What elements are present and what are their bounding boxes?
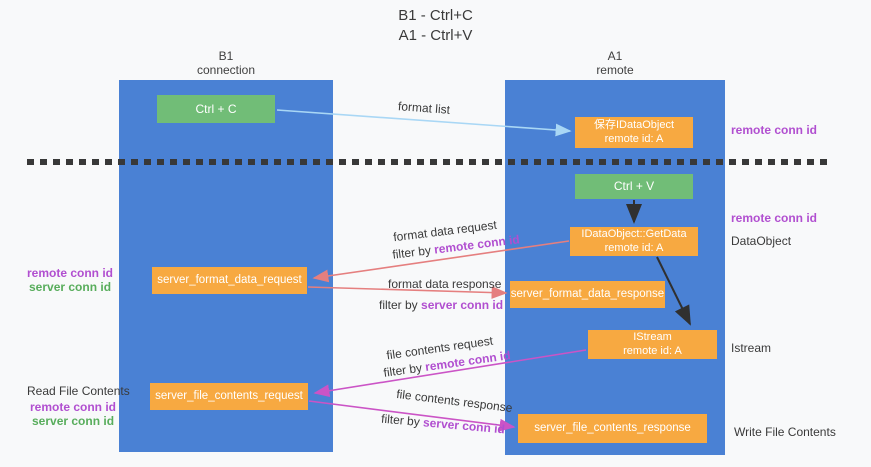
format-list-arrow xyxy=(276,109,572,137)
lane-header-b1: B1 connection xyxy=(119,49,333,78)
node-ctrl-v: Ctrl + V xyxy=(575,174,693,199)
node-server-format-data-response: server_format_data_response xyxy=(510,281,665,308)
node-server-file-contents-request: server_file_contents_request xyxy=(150,383,308,410)
format-data-request-arrow xyxy=(312,240,570,283)
node-server-format-data-request: server_format_data_request xyxy=(152,267,307,294)
title-line-1: B1 - Ctrl+C xyxy=(398,7,473,24)
istream-line1: IStream xyxy=(633,330,672,343)
save-idataobject-line1: 保存IDataObject xyxy=(593,118,675,131)
format-data-response-label: format data response xyxy=(388,277,502,291)
lane-header-a1: A1 remote xyxy=(505,49,725,78)
right-remote-conn-id-label-top: remote conn id xyxy=(731,123,818,137)
lane-a1-name: A1 xyxy=(607,49,623,63)
lane-b1-name: B1 xyxy=(218,49,234,63)
left-remote-conn-id-label-top: remote conn id xyxy=(27,266,114,280)
format-data-response-arrow xyxy=(307,286,508,299)
dataobject-label: DataObject xyxy=(731,234,792,248)
server-format-data-request-label: server_format_data_request xyxy=(157,274,302,287)
lane-b1-role: connection xyxy=(196,62,256,77)
title-line-2: A1 - Ctrl+V xyxy=(398,26,473,44)
ctrl-v-label: Ctrl + V xyxy=(613,179,655,193)
getdata-line2: remote id: A xyxy=(604,241,664,254)
istream-side-label: Istream xyxy=(731,341,772,355)
server-format-data-response-label: server_format_data_response xyxy=(510,288,665,301)
getdata-to-istream-arrow xyxy=(656,256,691,326)
save-idataobject-line2: remote id: A xyxy=(604,132,664,145)
lane-a1-role: remote xyxy=(596,62,634,77)
write-file-contents-label: Write File Contents xyxy=(734,425,836,439)
filter-by-text-2: filter by xyxy=(379,298,422,312)
node-idataobject-getdata: IDataObject::GetData remote id: A xyxy=(570,227,698,256)
istream-line2: remote id: A xyxy=(623,344,682,357)
left-server-conn-id-label-bottom: server conn id xyxy=(32,414,115,428)
node-save-idataobject: 保存IDataObject remote id: A xyxy=(575,117,693,148)
ctrl-c-label: Ctrl + C xyxy=(195,101,237,116)
server-file-contents-response-label: server_file_contents_response xyxy=(534,422,691,435)
file-contents-request-arrow xyxy=(313,349,587,398)
file-contents-response-arrow xyxy=(308,400,516,432)
server-file-contents-request-label: server_file_contents_request xyxy=(155,390,303,403)
left-server-conn-id-label-top: server conn id xyxy=(29,280,112,294)
node-ctrl-c: Ctrl + C xyxy=(157,95,275,123)
right-remote-conn-id-label-mid: remote conn id xyxy=(731,211,818,225)
left-remote-conn-id-label-bottom: remote conn id xyxy=(30,400,117,414)
node-server-file-contents-response: server_file_contents_response xyxy=(518,414,707,443)
filter-by-server-conn-id-label-1: filter by server conn id xyxy=(379,298,503,312)
getdata-line1: IDataObject::GetData xyxy=(581,227,687,240)
server-conn-id-text-1: server conn id xyxy=(421,298,504,312)
node-istream: IStream remote id: A xyxy=(588,330,717,359)
diagram-title: B1 - Ctrl+C A1 - Ctrl+V xyxy=(0,6,871,45)
read-file-contents-label: Read File Contents xyxy=(27,384,130,398)
